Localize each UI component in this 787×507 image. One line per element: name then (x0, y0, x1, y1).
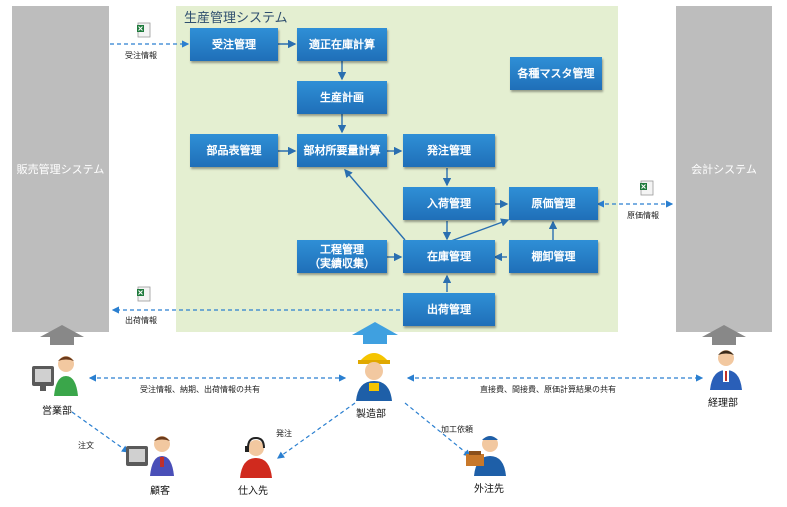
manufacturing-person-icon (356, 353, 392, 401)
receiving-management-box[interactable]: 入荷管理 (403, 187, 495, 220)
order-info-label: 受注情報 (125, 51, 157, 60)
production-plan-label: 生産計画 (320, 90, 364, 104)
subcontract-label: 加工依頼 (441, 425, 473, 434)
manufacturing-dept-label: 製造部 (356, 409, 386, 420)
sales-system: 販売管理システム (12, 6, 109, 332)
process-management-sublabel: （実績収集） (309, 256, 375, 270)
purchase-management-box[interactable]: 発注管理 (403, 134, 495, 167)
cost-info-label: 原価情報 (627, 211, 659, 220)
production-plan-box[interactable]: 生産計画 (297, 81, 387, 114)
supplier-order-label: 発注 (276, 429, 292, 438)
customer-label: 顧客 (150, 486, 170, 497)
supplier-label: 仕入先 (238, 486, 268, 497)
order-management-box[interactable]: 受注管理 (190, 28, 278, 61)
sales-share-label: 受注情報、納期、出荷情報の共有 (140, 385, 260, 394)
mrp-calc-box[interactable]: 部材所要量計算 (297, 134, 387, 167)
accounting-up-arrow (702, 325, 746, 345)
proper-stock-calc-box[interactable]: 適正在庫計算 (297, 28, 387, 61)
supplier-person-icon (240, 436, 272, 478)
process-management-box[interactable]: 工程管理 （実績収集） (297, 240, 387, 273)
shipping-management-box[interactable]: 出荷管理 (403, 293, 495, 326)
excel-sheet-icon (137, 286, 151, 302)
customer-order-label: 注文 (78, 441, 94, 450)
accounting-share-label: 直接費、間接費、原価計算結果の共有 (480, 385, 616, 394)
manufacturing-up-arrow (352, 322, 398, 344)
excel-sheet-icon (640, 180, 654, 196)
order-management-label: 受注管理 (212, 37, 256, 51)
excel-sheet-icon (137, 22, 151, 38)
inventory-management-label: 棚卸管理 (531, 249, 576, 263)
sales-system-label: 販売管理システム (16, 163, 105, 176)
bom-management-box[interactable]: 部品表管理 (190, 134, 278, 167)
sales-dept-label: 営業部 (42, 406, 72, 417)
customer-person-icon (126, 436, 174, 476)
inventory-management-box[interactable]: 棚卸管理 (509, 240, 598, 273)
shipping-info-label: 出荷情報 (125, 316, 157, 325)
master-management-label: 各種マスタ管理 (517, 66, 595, 80)
master-management-box[interactable]: 各種マスタ管理 (510, 57, 602, 90)
accounting-system: 会計システム (676, 6, 772, 332)
production-system-title: 生産管理システム (184, 11, 288, 26)
bom-management-label: 部品表管理 (206, 143, 262, 157)
process-management-label: 工程管理 (320, 242, 364, 256)
stock-management-label: 在庫管理 (427, 249, 471, 263)
stock-management-box[interactable]: 在庫管理 (403, 240, 495, 273)
sales-up-arrow (40, 325, 84, 345)
proper-stock-calc-label: 適正在庫計算 (309, 37, 375, 51)
receiving-management-label: 入荷管理 (427, 196, 471, 210)
accounting-system-label: 会計システム (691, 163, 757, 176)
mrp-calc-label: 部材所要量計算 (303, 143, 381, 157)
sales-person-icon (32, 356, 78, 396)
accounting-dept-label: 経理部 (708, 398, 738, 409)
cost-management-box[interactable]: 原価管理 (509, 187, 598, 220)
accounting-person-icon (710, 350, 742, 390)
subcontractor-person-icon (466, 436, 506, 476)
cost-management-label: 原価管理 (531, 196, 576, 210)
subcontractor-label: 外注先 (474, 484, 504, 495)
shipping-management-label: 出荷管理 (427, 302, 471, 316)
purchase-management-label: 発注管理 (427, 143, 471, 157)
